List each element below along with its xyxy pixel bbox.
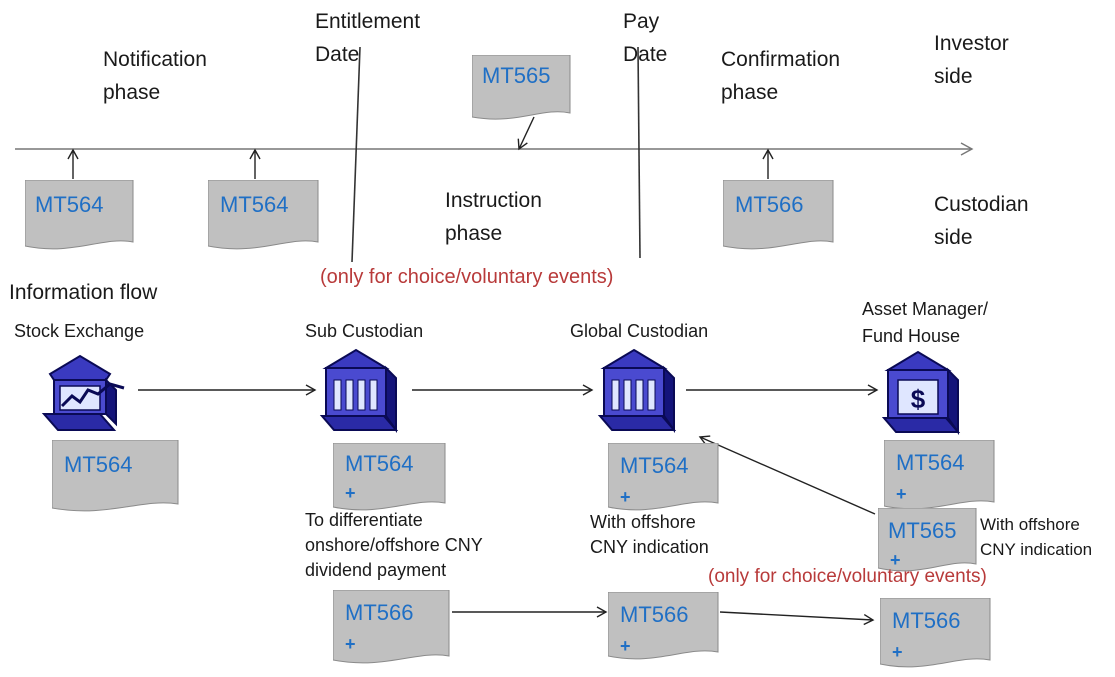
dollar-sign: $ bbox=[911, 384, 926, 414]
confirmation-phase-label: Confirmation phase bbox=[721, 48, 841, 104]
am-mt565-plus: + bbox=[890, 550, 901, 570]
sub-mt566-plus: + bbox=[345, 634, 356, 654]
mt564-code-a: MT564 bbox=[35, 192, 104, 217]
sub-mt566-code: MT566 bbox=[345, 600, 414, 625]
mt564-doc-a: MT564 bbox=[25, 180, 135, 254]
mt566-code-confirm: MT566 bbox=[735, 192, 804, 217]
gc-mt566-doc: MT566 + bbox=[608, 592, 720, 664]
am-choice-events-note: (only for choice/voluntary events) bbox=[708, 566, 987, 587]
mt565-doc-investor: MT565 bbox=[472, 55, 572, 125]
arrow-mt565-down bbox=[517, 116, 535, 151]
stock-exchange-label: Stock Exchange bbox=[14, 321, 145, 341]
asset-manager-label: Asset Manager/ Fund House bbox=[862, 299, 989, 346]
gc-mt566-plus: + bbox=[620, 636, 631, 656]
am-mt565-code: MT565 bbox=[888, 518, 957, 543]
mt564-code-b: MT564 bbox=[220, 192, 289, 217]
gc-mt566-code: MT566 bbox=[620, 602, 689, 627]
pay-date-line bbox=[637, 46, 641, 259]
sub-mt564-code: MT564 bbox=[345, 451, 414, 476]
sub-custodian-label: Sub Custodian bbox=[305, 321, 424, 341]
am-mt565-doc: MT565 + bbox=[878, 508, 978, 576]
am-mt564-doc: MT564 + bbox=[884, 440, 996, 514]
sub-mt564-plus: + bbox=[345, 483, 356, 503]
entitlement-date-line bbox=[351, 46, 361, 263]
am-mt566-plus: + bbox=[892, 642, 903, 662]
entitlement-date-label: Entitlement Date bbox=[315, 10, 421, 66]
global-custodian-label: Global Custodian bbox=[570, 321, 709, 341]
sub-mt564-doc: MT564 + bbox=[333, 443, 447, 515]
gc-mt564-code: MT564 bbox=[620, 453, 689, 478]
sub-mt566-doc: MT566 + bbox=[333, 590, 451, 668]
se-mt564-doc: MT564 bbox=[52, 440, 180, 516]
sub-custodian-bank-icon bbox=[318, 346, 414, 442]
am-mt564-code: MT564 bbox=[896, 450, 965, 475]
investor-side-label: Investor side bbox=[934, 32, 1009, 88]
instruction-phase-label: Instruction phase bbox=[445, 189, 542, 245]
arrow-gc566-to-am566 bbox=[719, 611, 875, 626]
global-custodian-bank-icon bbox=[596, 346, 692, 442]
notification-phase-label: Notification phase bbox=[103, 48, 207, 104]
gc-mt564-doc: MT564 + bbox=[608, 443, 720, 515]
am-mt566-doc: MT566 + bbox=[880, 598, 992, 672]
mt565-code: MT565 bbox=[482, 63, 551, 88]
choice-events-note: (only for choice/voluntary events) bbox=[320, 266, 614, 288]
stock-exchange-icon bbox=[40, 350, 136, 446]
gc-offshore-note: With offshore CNY indication bbox=[590, 512, 709, 557]
fund-house-icon: $ bbox=[880, 348, 976, 444]
mt566-doc-confirm: MT566 bbox=[723, 180, 835, 254]
arrow-mt565-to-gc bbox=[698, 435, 876, 515]
am-mt566-code: MT566 bbox=[892, 608, 961, 633]
am-mt564-plus: + bbox=[896, 484, 907, 504]
custodian-side-label: Custodian side bbox=[934, 193, 1029, 249]
information-flow-title: Information flow bbox=[9, 281, 158, 304]
am-offshore-note: With offshore CNY indication bbox=[980, 515, 1093, 559]
se-mt564-code: MT564 bbox=[64, 452, 133, 477]
mt564-doc-b: MT564 bbox=[208, 180, 320, 254]
pay-date-label: Pay Date bbox=[623, 10, 668, 66]
sub-custodian-note: To differentiate onshore/offshore CNY di… bbox=[305, 510, 483, 580]
gc-mt564-plus: + bbox=[620, 487, 631, 507]
